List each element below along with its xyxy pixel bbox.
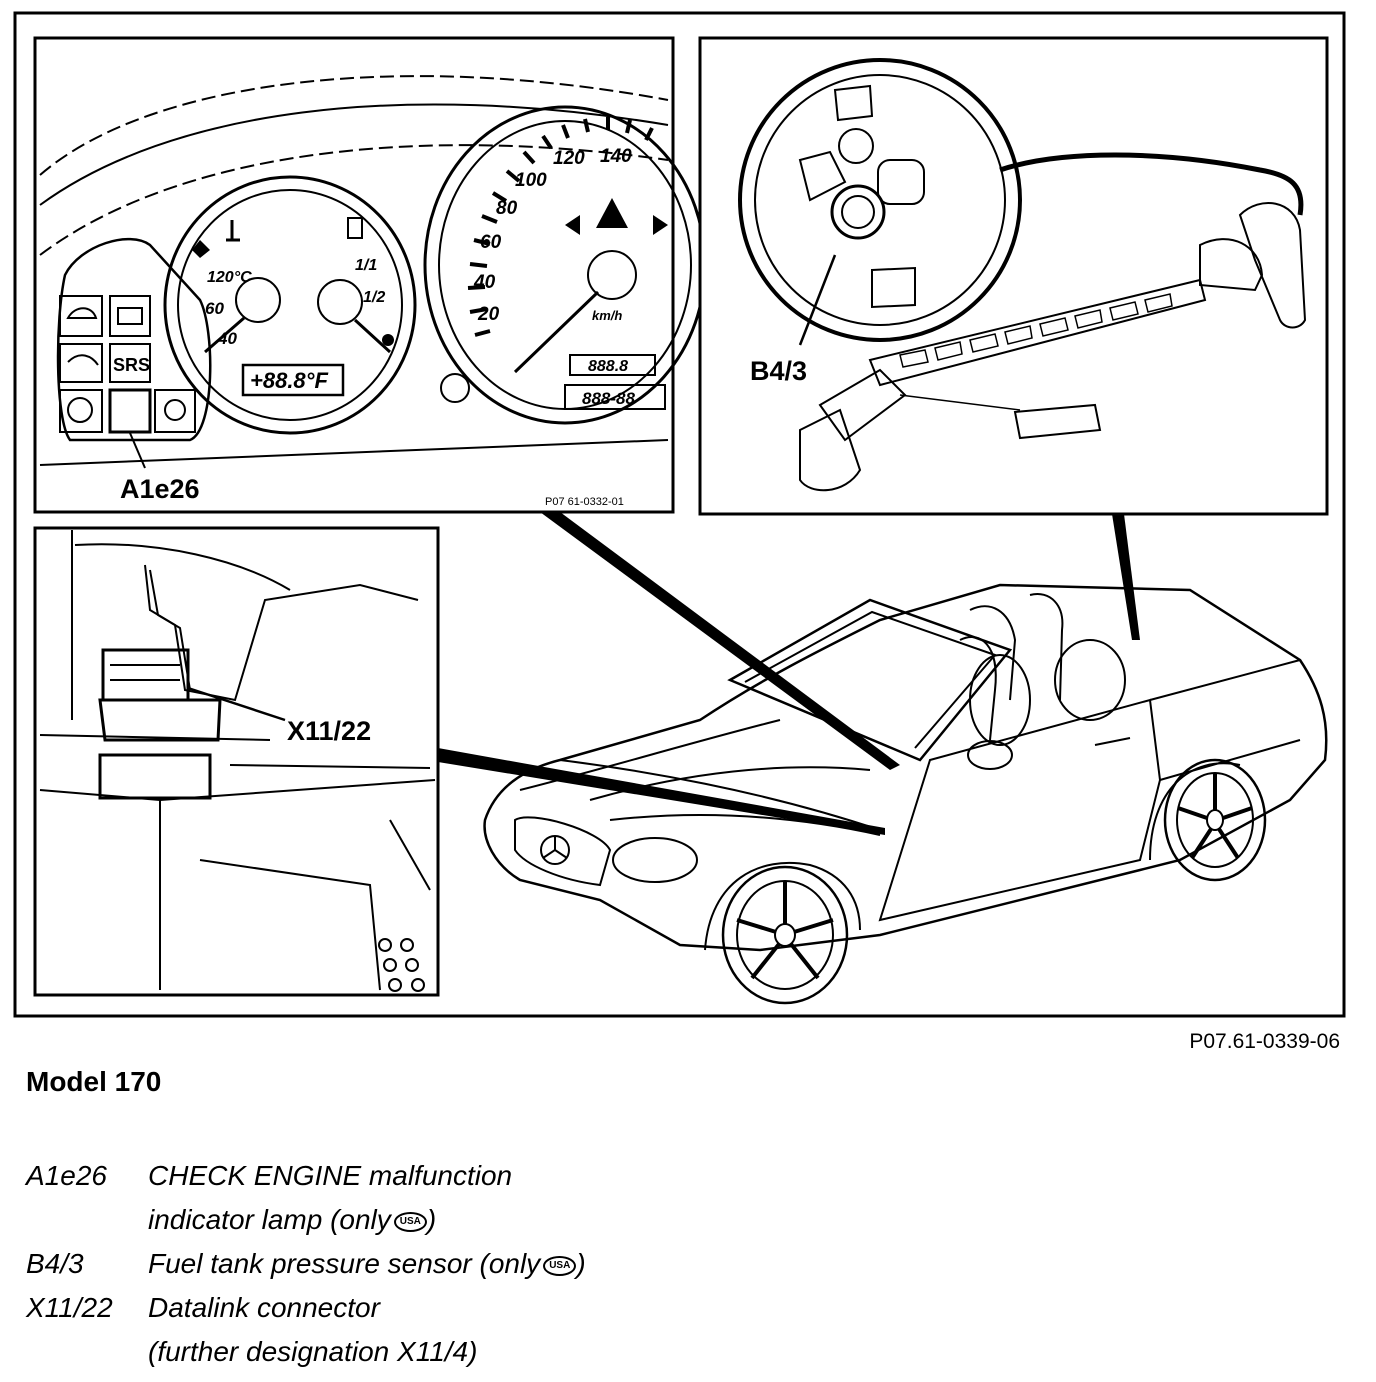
speed-label-80: 80 [496, 198, 518, 219]
temp-label-60: 60 [205, 299, 224, 318]
figure-id: P07.61-0339-06 [1189, 1030, 1340, 1053]
legend-row-a1e26: A1e26 CHECK ENGINE malfunction indicator… [26, 1154, 1026, 1242]
technical-illustration: 20 40 60 80 100 120 140 km/h 888.8 888-8… [13, 11, 1346, 1018]
speed-label-60: 60 [480, 232, 502, 253]
fuel-label-half: 1/2 [363, 289, 385, 306]
callout-a1e26: A1e26 [120, 474, 200, 504]
instrument-panel-id: P07 61-0332-01 [545, 496, 624, 508]
odometer-display: 888-88 [582, 389, 635, 408]
speed-label-40: 40 [473, 272, 496, 293]
callout-b4-3: B4/3 [750, 356, 807, 386]
leader-datalink [438, 748, 885, 835]
temp-label-40: 40 [217, 329, 237, 348]
leader-instrument-panel [540, 512, 900, 770]
temperature-display: +88.8°F [250, 368, 328, 393]
figure-frame [13, 11, 1346, 1018]
usa-badge-icon: USA [543, 1255, 577, 1276]
legend-code: A1e26 [26, 1160, 107, 1191]
inset-fuel-tank-sensor: B4/3 [698, 36, 1329, 516]
car-illustration [483, 583, 1328, 1005]
inset-datalink-connector: X11/22 [33, 526, 440, 997]
callout-x11-22: X11/22 [287, 716, 371, 746]
legend-code: X11/22 [26, 1292, 113, 1323]
srs-lamp-label: SRS [113, 355, 150, 375]
inset-instrument-panel: 20 40 60 80 100 120 140 km/h 888.8 888-8… [33, 36, 707, 514]
legend-description: CHECK ENGINE malfunction indicator lamp … [148, 1154, 512, 1242]
speed-unit: km/h [592, 308, 622, 323]
usa-badge-icon: USA [393, 1211, 427, 1232]
legend: A1e26 CHECK ENGINE malfunction indicator… [26, 1154, 1026, 1374]
speed-label-20: 20 [477, 304, 500, 325]
model-title: Model 170 [26, 1066, 162, 1097]
leader-fuel-sensor [1112, 514, 1140, 640]
trip-display: 888.8 [588, 358, 628, 375]
legend-line: Datalink connector [148, 1292, 380, 1323]
speed-label-140: 140 [600, 146, 632, 167]
speed-label-100: 100 [515, 170, 547, 191]
legend-row-x11-22: X11/22 Datalink connector (further desig… [26, 1286, 1026, 1374]
speed-label-120: 120 [553, 148, 585, 169]
temp-label-120: 120°C [207, 269, 252, 286]
legend-code: B4/3 [26, 1248, 84, 1279]
legend-description: Datalink connector (further designation … [148, 1286, 477, 1374]
legend-line: CHECK ENGINE malfunction [148, 1160, 513, 1191]
legend-line: (further designation X11/4) [148, 1336, 478, 1367]
fuel-label-full: 1/1 [355, 257, 377, 274]
